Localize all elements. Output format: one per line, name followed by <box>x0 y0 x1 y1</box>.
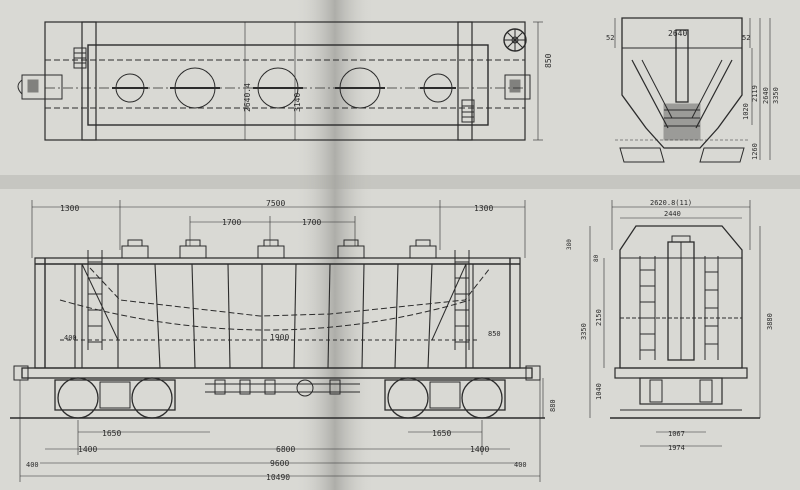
buffer-right-dim: 400 <box>514 461 527 469</box>
side-ladder-left <box>87 250 103 350</box>
fold-shadow-horizontal <box>0 175 800 189</box>
side-note-left: 400 <box>64 334 77 342</box>
end-left-dim: 1400 <box>78 445 97 454</box>
section-height-top: 3350 <box>580 323 588 340</box>
top-span: 7500 <box>266 199 285 208</box>
plan-right-dim: 850 <box>544 53 553 68</box>
end-lower: 1260 <box>751 143 759 160</box>
end-right-dim: 1400 <box>470 445 489 454</box>
plan-ladder <box>73 47 475 123</box>
end-top-width: 2640 <box>668 29 687 38</box>
floor-note: 1900 <box>270 333 289 342</box>
total-length-dim: 10490 <box>266 473 290 482</box>
plan-view <box>17 21 543 141</box>
section-height-mid: 2150 <box>595 309 603 326</box>
section-outer-width: 2620.8(11) <box>650 199 692 207</box>
end-view <box>614 17 771 163</box>
section-inner-width: 2440 <box>664 210 681 218</box>
plan-hatch-row <box>112 67 456 109</box>
brake-wheel-icon <box>503 28 527 52</box>
bogie-center-dim: 6800 <box>276 445 295 454</box>
plan-outer-width: 3140 <box>293 93 302 112</box>
end-height-d: 1020 <box>742 103 750 120</box>
side-note-right: 850 <box>488 330 501 338</box>
section-axle-width: 1067 <box>668 430 685 438</box>
end-height-c: 3350 <box>772 87 780 104</box>
side-stakes <box>74 263 474 369</box>
bogie-left-dim: 1650 <box>102 429 121 438</box>
body-length-dim: 9600 <box>270 459 289 468</box>
roof-hatches <box>121 239 437 259</box>
overhang-right: 1300 <box>474 204 493 213</box>
wheel-height: 880 <box>549 399 557 412</box>
section-ladder-right <box>704 256 719 360</box>
section-base-width: 1974 <box>668 444 685 452</box>
section-ladder <box>639 256 656 360</box>
end-height-a: 2119 <box>751 85 759 102</box>
fold-shadow-vertical <box>295 0 375 490</box>
end-height-b: 2640 <box>762 87 770 104</box>
section-height-side: 3880 <box>766 313 774 330</box>
bay-right: 1700 <box>302 218 321 227</box>
bogie-right-dim: 1650 <box>432 429 451 438</box>
section-top-note2: 80 <box>593 254 600 262</box>
side-ladder-right <box>454 250 470 350</box>
bay-left: 1700 <box>222 218 241 227</box>
section-height-low: 1040 <box>595 383 603 400</box>
plan-inner-width: 2640.4 <box>243 83 252 112</box>
section-top-note: 380 <box>566 239 573 250</box>
side-view <box>10 200 545 482</box>
overhang-left: 1300 <box>60 204 79 213</box>
end-corner-right: 52 <box>742 34 750 42</box>
end-corner-left: 52 <box>606 34 614 42</box>
buffer-left-dim: 400 <box>26 461 39 469</box>
section-view <box>589 200 761 447</box>
